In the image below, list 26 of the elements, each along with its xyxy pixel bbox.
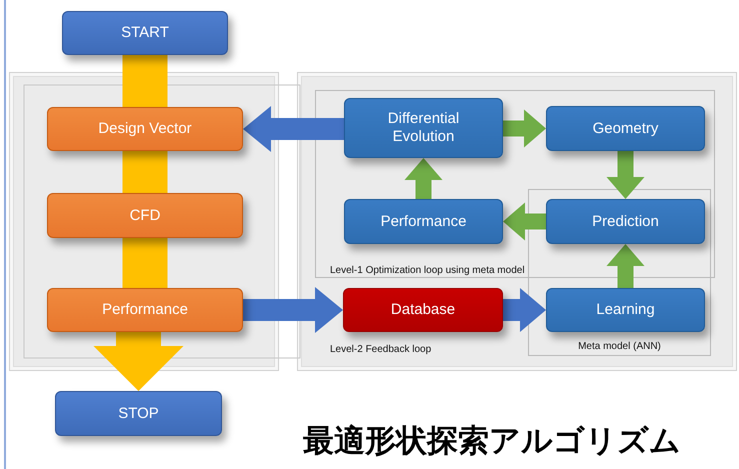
arrow (503, 110, 546, 148)
group-frame (315, 90, 715, 278)
title: 最適形状探索アルゴリズム (303, 422, 681, 461)
arrow (606, 244, 644, 288)
process-box: Database (343, 288, 503, 332)
process-box: CFD (47, 193, 243, 238)
arrow (606, 151, 644, 199)
process-box: Geometry (546, 106, 705, 151)
arrow (243, 287, 343, 333)
process-box: Prediction (546, 199, 705, 244)
process-box: Learning (546, 288, 705, 332)
process-box: Differential Evolution (344, 98, 503, 158)
process-box: Performance (344, 199, 503, 244)
arrow (404, 158, 442, 199)
terminal-box: START (62, 11, 228, 55)
frame-label: Meta model (ANN) (577, 341, 662, 352)
arrow (503, 202, 546, 240)
loop-label: Level-2 Feedback loop (330, 344, 432, 355)
arrow (243, 106, 344, 152)
process-box: Performance (47, 288, 243, 332)
frame-label: Level-1 Optimization loop using meta model (330, 265, 525, 276)
group-frame (528, 189, 711, 356)
arrow (503, 288, 546, 332)
process-box: Design Vector (47, 107, 243, 151)
terminal-box: STOP (55, 391, 222, 436)
arrow (94, 332, 184, 391)
